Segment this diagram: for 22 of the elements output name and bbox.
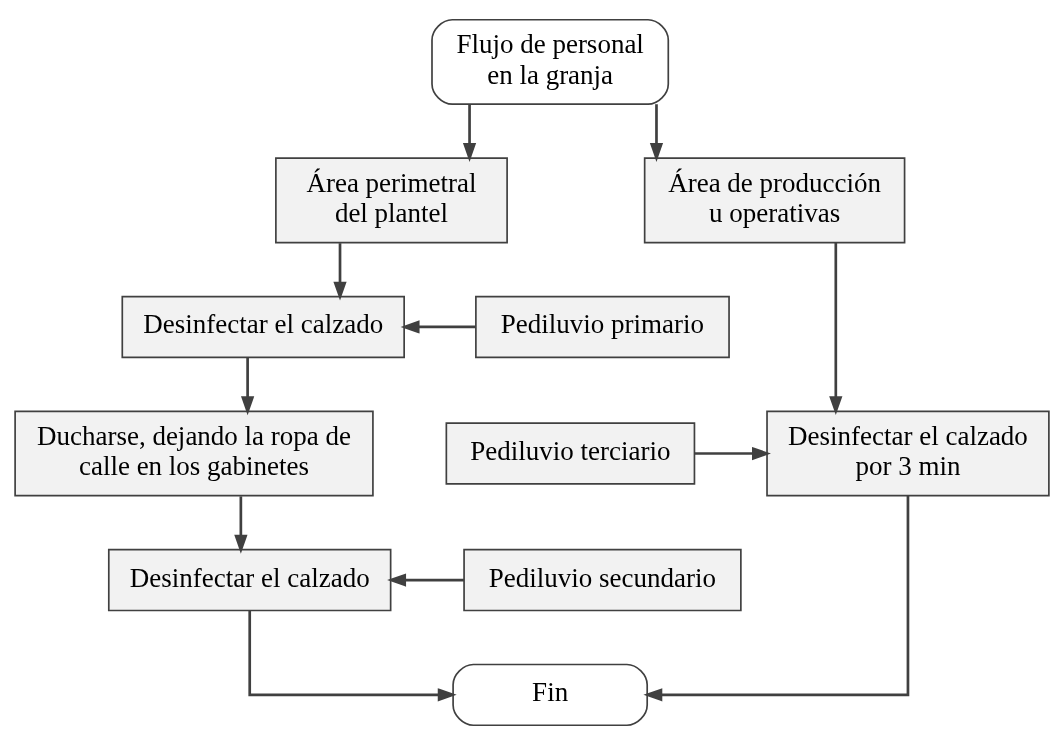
node-box: Flujo de personal en la granja [431,18,670,105]
node-box: Pediluvio terciario [445,422,696,485]
arrow [462,104,477,162]
node-box: Área perimetral del plantel [275,157,508,244]
node-box: Desinfectar el calzado por 3 min [766,410,1050,497]
arrow [387,573,465,587]
node-box: Pediluvio secundario [463,548,742,612]
node-box: Desinfectar el calzado [121,295,405,359]
node-box: Área de producción u operativas [643,157,906,244]
arrow [643,496,910,702]
node-box: Pediluvio primario [475,295,730,359]
node-box: Fin [452,663,649,727]
node-box: Ducharse, dejando la ropa de calle en los gabinetes [14,410,374,497]
arrow [829,242,843,416]
arrow [400,320,476,334]
arrow [649,104,664,162]
arrow [248,610,457,702]
node-box: Desinfectar el calzado [107,548,392,612]
arrow [240,357,255,416]
arrow [234,496,248,554]
arrow [333,243,347,301]
arrow [694,446,771,461]
